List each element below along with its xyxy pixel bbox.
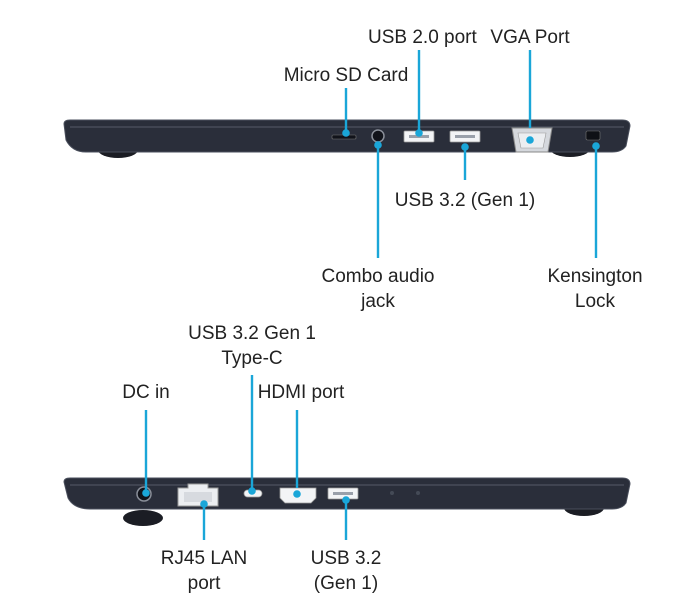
label-combo-audio-line2: jack <box>361 291 395 312</box>
label-hdmi-port: HDMI port <box>257 382 345 403</box>
leader-dots-bottom <box>142 487 350 508</box>
label-rj45-line2: port <box>187 573 221 594</box>
label-usb32-bottom-line1: USB 3.2 <box>310 548 382 569</box>
label-usb32-gen1-bottom: USB 3.2 (Gen 1) <box>298 546 394 596</box>
leader-dots-top <box>342 129 600 151</box>
label-vga-port: VGA Port <box>490 27 570 48</box>
leader-lines-bottom <box>144 375 348 540</box>
label-combo-audio-jack: Combo audio jack <box>304 264 452 314</box>
label-usbc-line1: USB 3.2 Gen 1 <box>188 323 316 344</box>
label-dc-in: DC in <box>122 382 170 403</box>
label-kensington-line1: Kensington <box>547 266 643 287</box>
rubber-foot-left <box>123 510 163 526</box>
label-micro-sd-card: Micro SD Card <box>283 65 409 86</box>
label-usbc-line2: Type-C <box>221 348 283 369</box>
kensington-slot <box>585 130 601 141</box>
status-led-2 <box>416 491 420 495</box>
label-kensington-lock: Kensington Lock <box>530 264 660 314</box>
label-rj45-lan-port: RJ45 LAN port <box>140 546 268 596</box>
leader-lines-top <box>344 50 598 258</box>
label-usb32-bottom-line2: (Gen 1) <box>313 573 379 594</box>
status-led-1 <box>390 491 394 495</box>
label-usb20-port: USB 2.0 port <box>368 27 477 48</box>
label-usb32-gen1-top: USB 3.2 (Gen 1) <box>394 190 536 211</box>
label-kensington-line2: Lock <box>574 291 616 312</box>
audio-jack-port <box>371 129 385 143</box>
label-usb32-gen1-type-c: USB 3.2 Gen 1 Type-C <box>172 321 332 371</box>
label-combo-audio-line1: Combo audio <box>321 266 435 287</box>
label-rj45-line1: RJ45 LAN <box>160 548 248 569</box>
